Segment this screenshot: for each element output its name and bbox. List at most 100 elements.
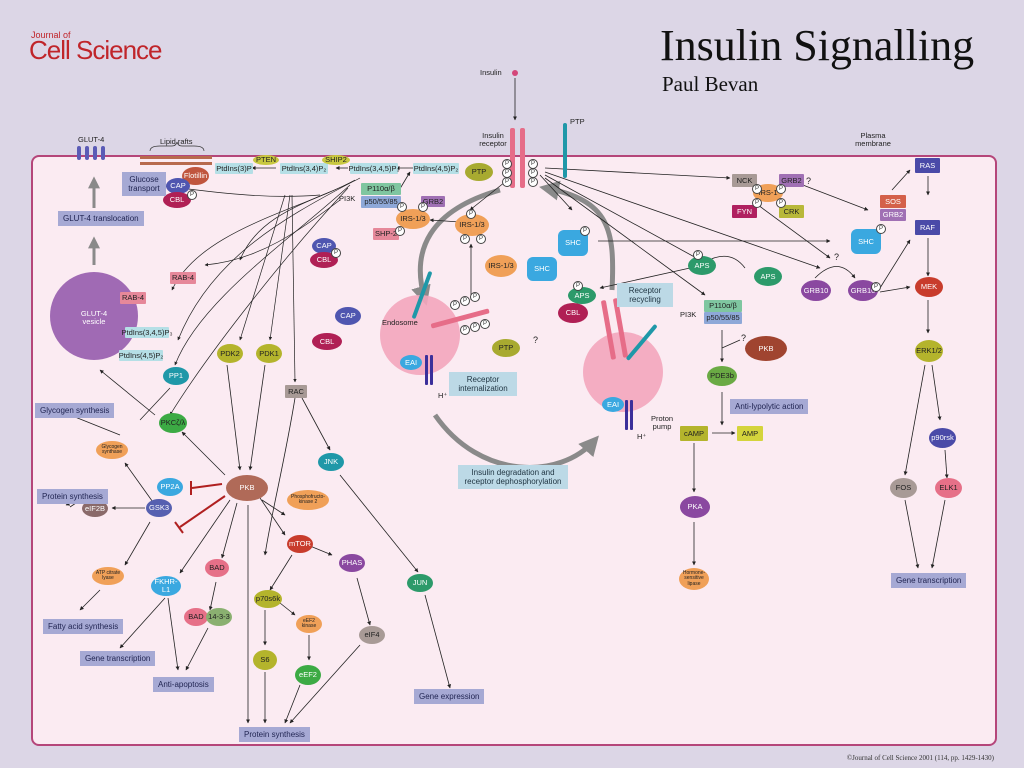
process-receptor-recycling[interactable]: Receptor recycling (617, 283, 673, 308)
node-vesicle-ptdins345[interactable]: PtdIns(3,4,5)P₃ (121, 327, 173, 338)
node-ptdins34p2[interactable]: PtdIns(3,4)P₂ (280, 163, 328, 174)
node-pde3b[interactable]: PDE3b (707, 366, 737, 386)
outcome-glut4-translocation[interactable]: GLUT-4 translocation (58, 211, 144, 227)
node-p50-right[interactable]: p50/55/85 (704, 312, 742, 324)
node-p50-55-85[interactable]: p50/55/85 (361, 196, 401, 208)
node-ptdins345p3[interactable]: PtdIns(3,4,5)P₃ (348, 163, 400, 174)
node-ptp-mid[interactable]: PTP (465, 163, 493, 181)
node-aps-1[interactable]: APS (568, 287, 596, 304)
node-cbl-right[interactable]: CBL (558, 303, 588, 323)
outcome-protein-synthesis-bottom[interactable]: Protein synthesis (239, 727, 310, 743)
node-p90rsk[interactable]: p90rsk (929, 428, 956, 448)
node-pp2a[interactable]: PP2A (157, 478, 183, 496)
node-grb2-sos[interactable]: GRB2 (880, 209, 906, 221)
phospho-marker: P (752, 184, 762, 194)
node-vesicle-ptdins45[interactable]: PtdIns(4,5)P₂ (118, 350, 164, 361)
process-insulin-degradation[interactable]: Insulin degradation and receptor dephosp… (458, 465, 568, 490)
node-hsl[interactable]: Hormone-sensitive lipase (679, 568, 709, 590)
node-p70s6k[interactable]: p70s6k (254, 590, 282, 608)
node-pkc[interactable]: PKCζ/λ (159, 413, 187, 433)
node-p110-right[interactable]: P110α/β (704, 300, 742, 312)
phospho-marker: P (752, 198, 762, 208)
node-eif2b[interactable]: eIF2B (82, 500, 108, 517)
phospho-marker: P (466, 209, 476, 219)
node-mtor[interactable]: mTOR (287, 535, 313, 553)
node-eai-2[interactable]: EAI (602, 397, 624, 412)
node-cbl-top[interactable]: CBL (163, 192, 191, 208)
node-pka[interactable]: PKA (680, 496, 710, 518)
node-ptdins3p[interactable]: PtdIns(3)P (215, 163, 253, 174)
node-shc-far[interactable]: SHC (851, 229, 881, 254)
node-pten[interactable]: PTEN (253, 155, 279, 165)
outcome-anti-apoptosis[interactable]: Anti-apoptosis (153, 677, 214, 693)
node-cap-top[interactable]: CAP (166, 178, 190, 194)
node-fos[interactable]: FOS (890, 478, 917, 498)
outcome-gene-transcription-left[interactable]: Gene transcription (80, 651, 156, 667)
node-flotillin[interactable]: Flotillin (182, 167, 209, 185)
node-p110ab[interactable]: P110α/β (361, 183, 401, 195)
label-pi3k-left: PI3K (339, 194, 356, 203)
outcome-glucose-transport[interactable]: Glucose transport (122, 172, 166, 197)
node-camp[interactable]: cAMP (680, 426, 708, 441)
node-pp1[interactable]: PP1 (163, 367, 189, 385)
node-shc-mid[interactable]: SHC (527, 257, 557, 281)
node-grb10-b[interactable]: GRB10 (848, 280, 878, 301)
node-grb10-a[interactable]: GRB10 (801, 280, 831, 301)
node-irs13-c[interactable]: IRS-1/3 (485, 255, 517, 277)
node-jnk[interactable]: JNK (318, 453, 344, 471)
node-pkb[interactable]: PKB (226, 475, 268, 501)
outcome-protein-synthesis-left[interactable]: Protein synthesis (37, 489, 108, 505)
node-irs13-b[interactable]: IRS-1/3 (455, 214, 489, 236)
node-rab4-vesicle[interactable]: RAB-4 (120, 292, 146, 304)
node-rab4-free[interactable]: RAB-4 (170, 272, 196, 284)
outcome-fatty-acid-synthesis[interactable]: Fatty acid synthesis (43, 619, 124, 635)
node-bad-b[interactable]: BAD (184, 608, 208, 626)
node-gsk3[interactable]: GSK3 (146, 499, 172, 517)
node-s6[interactable]: S6 (253, 650, 277, 670)
node-mek[interactable]: MEK (915, 277, 943, 297)
node-aps-3[interactable]: APS (754, 267, 782, 286)
node-grb2-right[interactable]: GRB2 (779, 174, 804, 187)
outcome-glycogen-synthesis[interactable]: Glycogen synthesis (35, 403, 115, 419)
node-cap-low[interactable]: CAP (335, 307, 361, 325)
node-erk12[interactable]: ERK1/2 (915, 340, 943, 362)
node-grb2-left[interactable]: GRB2 (421, 196, 445, 207)
node-pfk2[interactable]: Phosphofructo-kinase 2 (287, 490, 329, 510)
node-shp2[interactable]: SHP-2 (373, 228, 399, 240)
node-pdk2[interactable]: PDK2 (217, 344, 243, 363)
node-elk1[interactable]: ELK1 (935, 478, 962, 498)
node-bad-a[interactable]: BAD (205, 559, 229, 577)
node-crk[interactable]: CRK (779, 205, 804, 218)
node-fkhr-l1[interactable]: FKHR-L1 (151, 576, 181, 596)
node-pdk1[interactable]: PDK1 (256, 344, 282, 363)
node-eef2[interactable]: eEF2 (295, 665, 321, 685)
process-receptor-internalization[interactable]: Receptor internalization (449, 372, 517, 397)
node-ptp-endo[interactable]: PTP (492, 339, 520, 357)
outcome-anti-lypolytic-action[interactable]: Anti-lypolytic action (730, 399, 809, 415)
node-atp-citrate-lyase[interactable]: ATP citrate lyase (92, 567, 124, 585)
node-eai-1[interactable]: EAI (400, 355, 422, 370)
node-irs13-a[interactable]: IRS-1/3 (396, 209, 430, 229)
node-jun[interactable]: JUN (407, 574, 433, 592)
node-sos[interactable]: SOS (880, 195, 906, 208)
outcome-gene-transcription-right[interactable]: Gene transcription (891, 573, 967, 589)
node-ship2[interactable]: SHIP2 (322, 155, 350, 165)
node-rac[interactable]: RAC (285, 385, 307, 398)
node-aps-2[interactable]: APS (688, 256, 716, 275)
node-glycogen-synthase[interactable]: Glycogen synthase (96, 441, 128, 459)
node-pkb-right[interactable]: PKB (745, 336, 787, 361)
node-nck[interactable]: NCK (732, 174, 757, 187)
phospho-marker: P (450, 300, 460, 310)
node-eef2-kinase[interactable]: eEF2 kinase (296, 615, 322, 633)
node-phas[interactable]: PHAS (339, 554, 365, 572)
node-fyn[interactable]: FYN (732, 205, 757, 218)
node-ras[interactable]: RAS (915, 158, 940, 173)
outcome-gene-expression[interactable]: Gene expression (414, 689, 485, 705)
node-cbl-low[interactable]: CBL (312, 333, 342, 350)
node-raf[interactable]: RAF (915, 220, 940, 235)
node-eif4[interactable]: eIF4 (359, 626, 385, 644)
node-cap-mid[interactable]: CAP (312, 238, 336, 254)
node-amp[interactable]: AMP (737, 426, 763, 441)
node-ptdins45p2[interactable]: PtdIns(4,5)P₂ (413, 163, 459, 174)
node-14-3-3[interactable]: 14-3-3 (206, 608, 232, 626)
